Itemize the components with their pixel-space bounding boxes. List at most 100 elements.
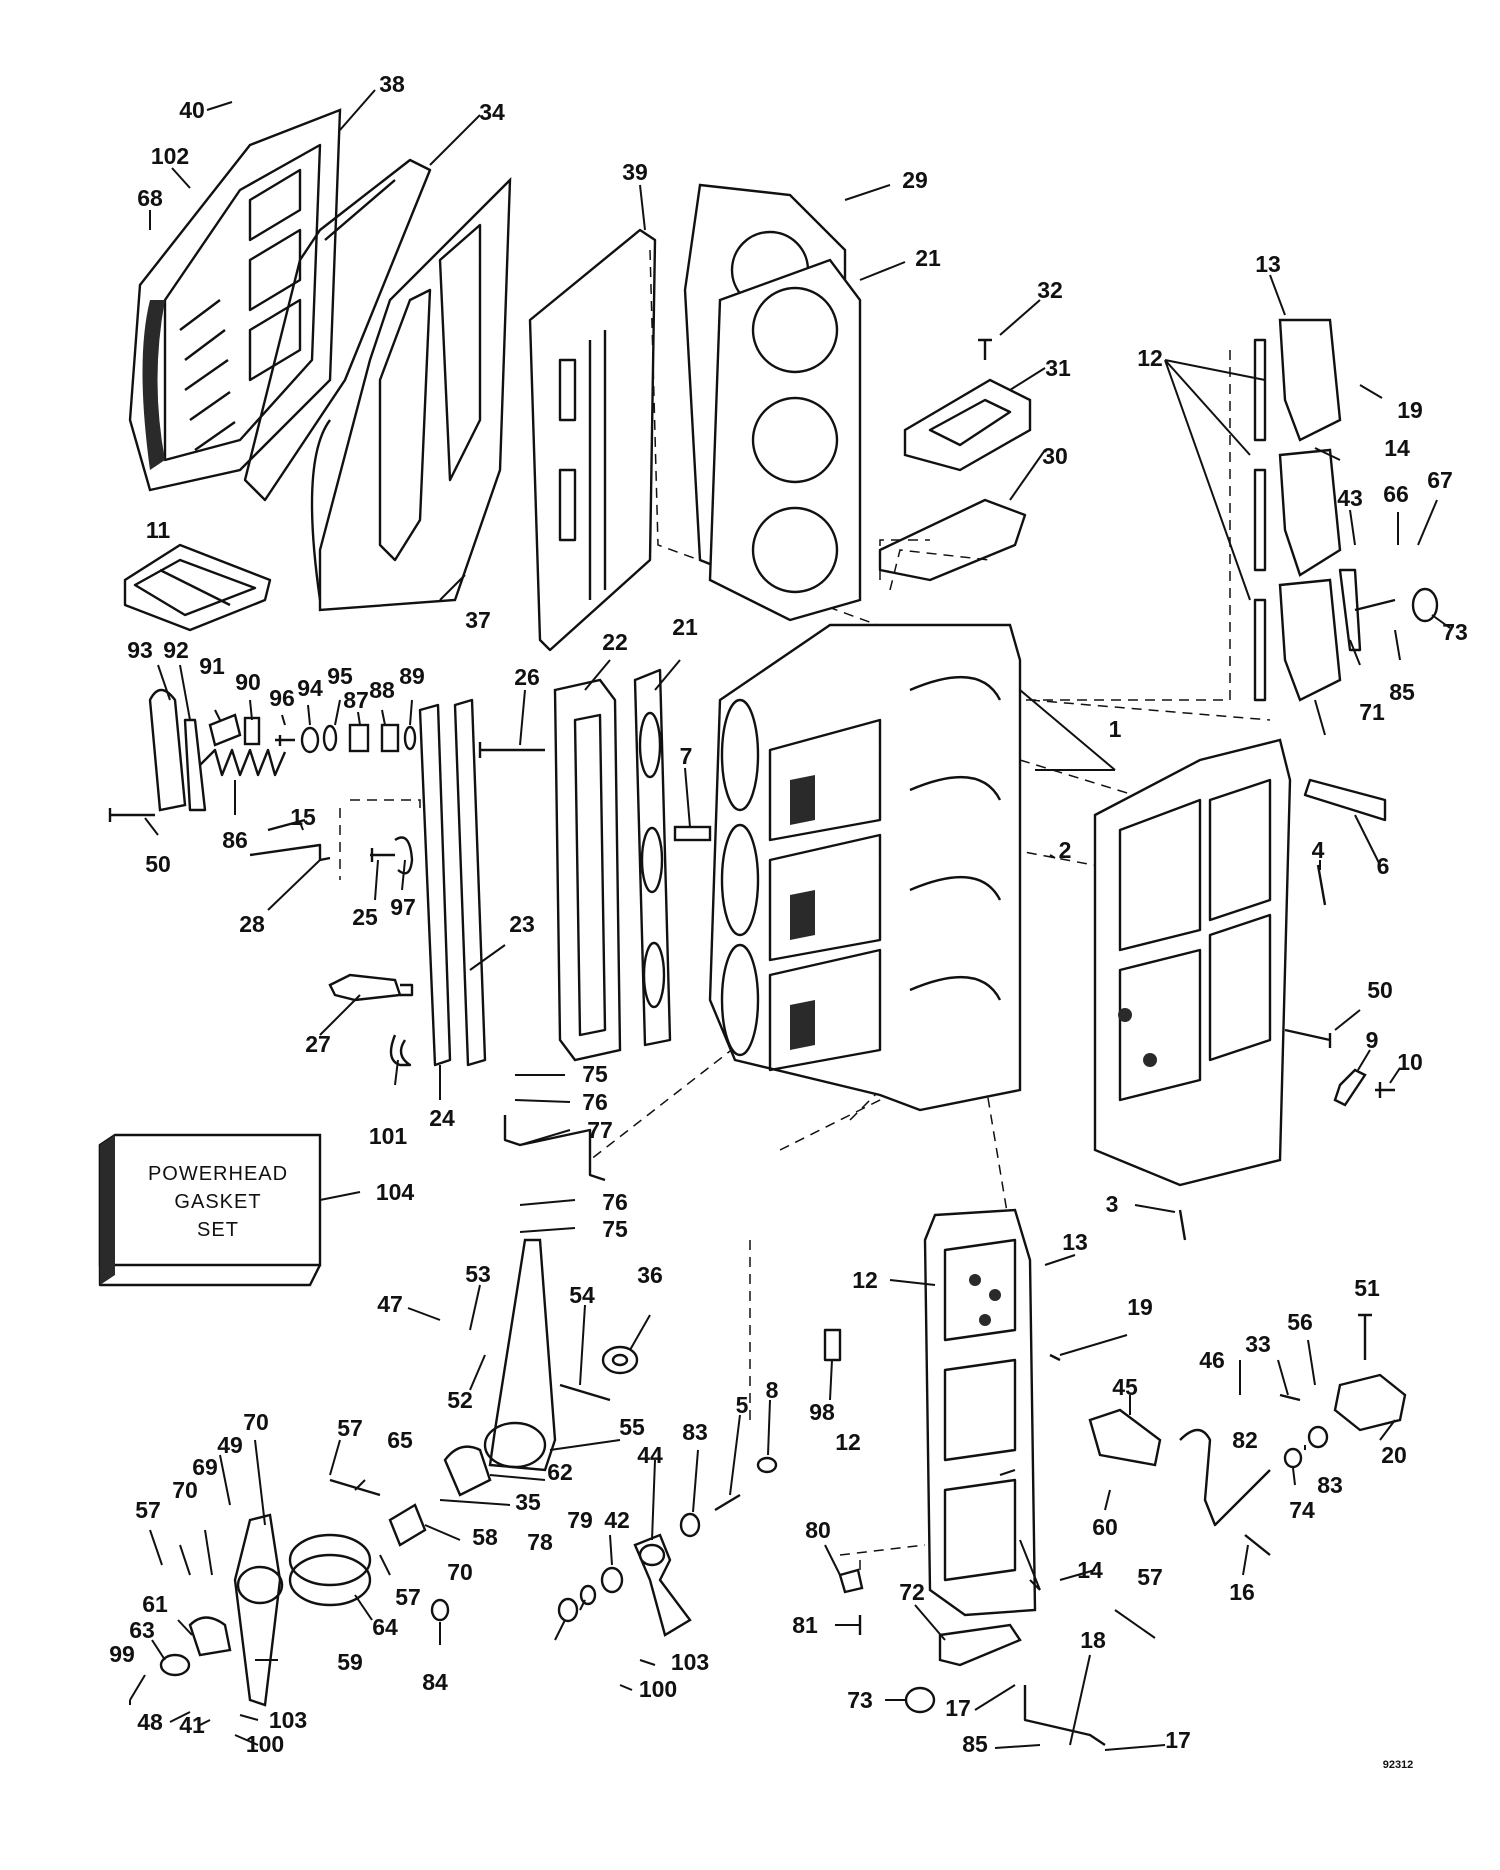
- lever-59: [233, 1513, 284, 1707]
- callout-67: 67: [1427, 467, 1453, 493]
- screw-26: [478, 742, 545, 758]
- callout-76-lower: 76: [602, 1189, 628, 1215]
- bracket-58: [388, 1503, 427, 1547]
- callout-74: 74: [1289, 1497, 1315, 1523]
- bell-crank-44: [633, 1533, 692, 1637]
- callout-57-c: 57: [1137, 1564, 1163, 1590]
- callout-28: 28: [239, 911, 265, 937]
- seal-73-upper: [1411, 587, 1439, 623]
- ball-73-lower: [904, 1686, 936, 1714]
- callout-14-lower: 14: [1077, 1557, 1103, 1583]
- lever-82: [1179, 1428, 1271, 1527]
- callout-45: 45: [1112, 1374, 1138, 1400]
- bolt-50-left: [108, 808, 155, 822]
- callout-52: 52: [447, 1387, 473, 1413]
- callout-72: 72: [899, 1579, 925, 1605]
- callout-78: 78: [527, 1529, 553, 1555]
- crankcase-half: [1093, 738, 1292, 1187]
- callout-13-upper: 13: [1255, 251, 1281, 277]
- callout-63: 63: [129, 1617, 155, 1643]
- callout-47: 47: [377, 1291, 403, 1317]
- gasket-23: [453, 698, 487, 1067]
- gasket-set-label-line-3: SET: [197, 1219, 239, 1241]
- callout-14-upper: 14: [1384, 435, 1410, 461]
- bushing-42: [600, 1566, 624, 1594]
- callout-85-lower: 85: [962, 1731, 988, 1757]
- bracket-72: [938, 1623, 1022, 1667]
- washer-74: [1283, 1447, 1303, 1469]
- callout-73-lower: 73: [847, 1687, 873, 1713]
- callout-70-c: 70: [447, 1559, 473, 1585]
- callout-18: 18: [1080, 1627, 1106, 1653]
- callout-71: 71: [1359, 699, 1385, 725]
- callout-58: 58: [472, 1524, 498, 1550]
- callout-21-upper: 21: [915, 245, 941, 271]
- rod-28: [249, 843, 331, 862]
- callout-91: 91: [199, 653, 225, 679]
- callout-19-lower: 19: [1127, 1294, 1153, 1320]
- exhaust-inner-plate: [310, 176, 512, 612]
- callout-100-left: 100: [246, 1731, 284, 1757]
- link-9: [1333, 1068, 1367, 1107]
- gasket-11: [123, 543, 272, 632]
- bolt-50-right: [1284, 1028, 1332, 1048]
- callout-26: 26: [514, 664, 540, 690]
- callout-4: 4: [1312, 837, 1325, 863]
- linkage-rod-77: [503, 1115, 606, 1182]
- yoke-20: [1333, 1373, 1407, 1432]
- callout-95: 95: [327, 663, 353, 689]
- callout-94: 94: [297, 675, 323, 701]
- clip-98: [823, 1328, 842, 1362]
- callout-56: 56: [1287, 1309, 1313, 1335]
- valve-spring-86: [199, 748, 287, 777]
- callout-79: 79: [567, 1507, 593, 1533]
- callout-103-mid: 103: [671, 1649, 709, 1675]
- callout-13-lower: 13: [1062, 1229, 1088, 1255]
- screw-33: [1279, 1393, 1301, 1402]
- nut-83-lower: [679, 1512, 701, 1538]
- callout-22: 22: [602, 629, 628, 655]
- pin-16: [1244, 1534, 1271, 1556]
- callout-12-lower-b: 12: [835, 1429, 861, 1455]
- callout-82: 82: [1232, 1427, 1258, 1453]
- callout-49: 49: [217, 1432, 243, 1458]
- callout-40: 40: [179, 97, 205, 123]
- callout-89: 89: [399, 663, 425, 689]
- cylinder-block: [708, 623, 1022, 1112]
- callout-92: 92: [163, 637, 189, 663]
- callout-8: 8: [766, 1377, 779, 1403]
- callout-12-lower-a: 12: [852, 1267, 878, 1293]
- callout-31: 31: [1045, 355, 1071, 381]
- spark-plug-27: [328, 973, 414, 1002]
- callout-65: 65: [387, 1427, 413, 1453]
- callout-1: 1: [1109, 716, 1122, 742]
- callout-100-mid: 100: [639, 1676, 677, 1702]
- water-jacket-gasket-21-lower: [633, 668, 672, 1047]
- washer-79: [579, 1584, 597, 1606]
- nut-83-right: [1307, 1425, 1329, 1449]
- callout-81: 81: [792, 1612, 818, 1638]
- pressure-valve-cover: [148, 688, 207, 812]
- gasket-set-label-line-2: GASKET: [174, 1191, 261, 1213]
- water-cover-gasket-30: [878, 498, 1027, 582]
- reed-valve-stack: [1253, 318, 1342, 702]
- callout-85-upper: 85: [1389, 679, 1415, 705]
- callout-84: 84: [422, 1669, 448, 1695]
- water-jacket-cover-22: [553, 678, 622, 1062]
- screw-65: [329, 1478, 381, 1497]
- callout-43: 43: [1337, 485, 1363, 511]
- callout-69: 69: [192, 1454, 218, 1480]
- callout-48: 48: [137, 1709, 163, 1735]
- screw-25: [370, 848, 395, 862]
- nut-78: [557, 1597, 579, 1623]
- callout-38: 38: [379, 71, 405, 97]
- callout-12-upper: 12: [1137, 345, 1163, 371]
- callout-3: 3: [1106, 1191, 1119, 1217]
- nut-84: [430, 1598, 450, 1622]
- callout-102: 102: [151, 143, 189, 169]
- callout-59: 59: [337, 1649, 363, 1675]
- clip-80: [838, 1568, 864, 1594]
- callout-7: 7: [680, 743, 693, 769]
- screw-6: [1303, 778, 1387, 822]
